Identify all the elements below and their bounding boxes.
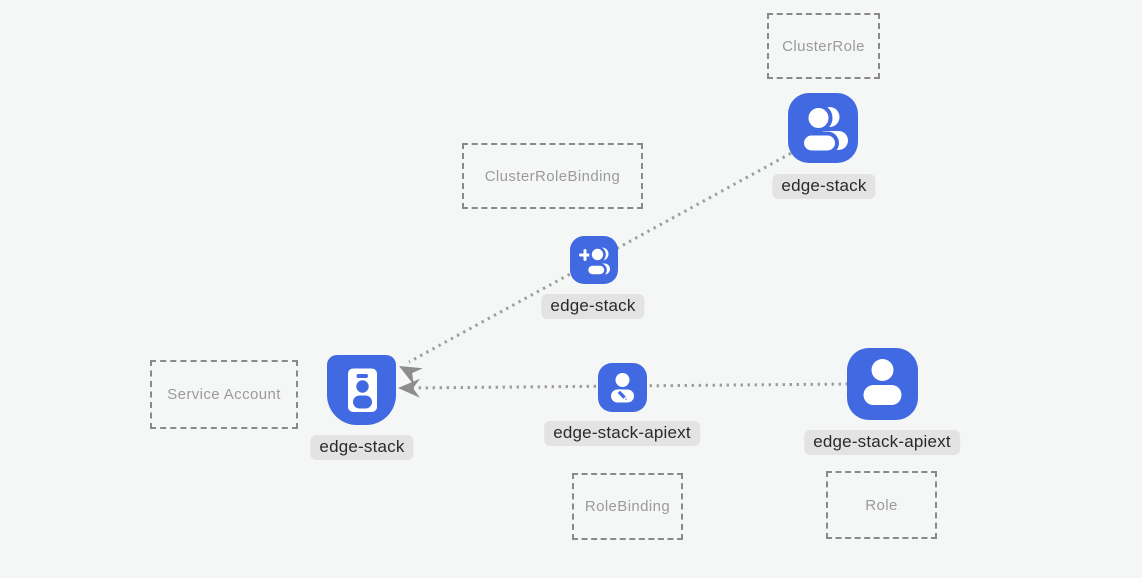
type-box-label: ClusterRole [782,37,865,55]
node-label: edge-stack-apiext [804,430,960,455]
arrowhead-icon [398,378,421,398]
node-clusterrole-edge-stack[interactable] [788,93,858,163]
arrowhead-icon [399,366,423,385]
type-box-clusterrole: ClusterRole [767,13,880,79]
node-role-edge-stack-apiext[interactable] [847,348,918,420]
node-clusterrolebinding-edge-stack[interactable] [570,236,618,284]
user-plus-icon [579,246,610,277]
type-box-serviceaccount: Service Account [150,360,298,429]
type-box-rolebinding: RoleBinding [572,473,683,540]
type-box-label: RoleBinding [584,498,671,515]
user-icon [863,359,902,405]
node-label: edge-stack [310,435,414,460]
node-label: edge-stack [772,174,876,199]
node-label: edge-stack-apiext [544,421,700,446]
type-box-role: Role [826,471,937,539]
users-icon [800,104,848,155]
user-pen-icon [611,373,634,403]
id-badge-icon [348,368,377,412]
edge-role-to-serviceaccount [398,378,849,398]
type-box-label: Service Account [167,386,281,403]
node-label: edge-stack [541,294,645,319]
node-serviceaccount-edge-stack[interactable] [327,355,396,425]
type-box-clusterrolebinding: ClusterRoleBinding [462,143,643,209]
node-rolebinding-edge-stack-apiext[interactable] [598,363,647,412]
type-box-label: Role [865,496,898,514]
type-box-label: ClusterRoleBinding [484,167,621,185]
edge-clusterrole-to-serviceaccount [399,148,798,385]
